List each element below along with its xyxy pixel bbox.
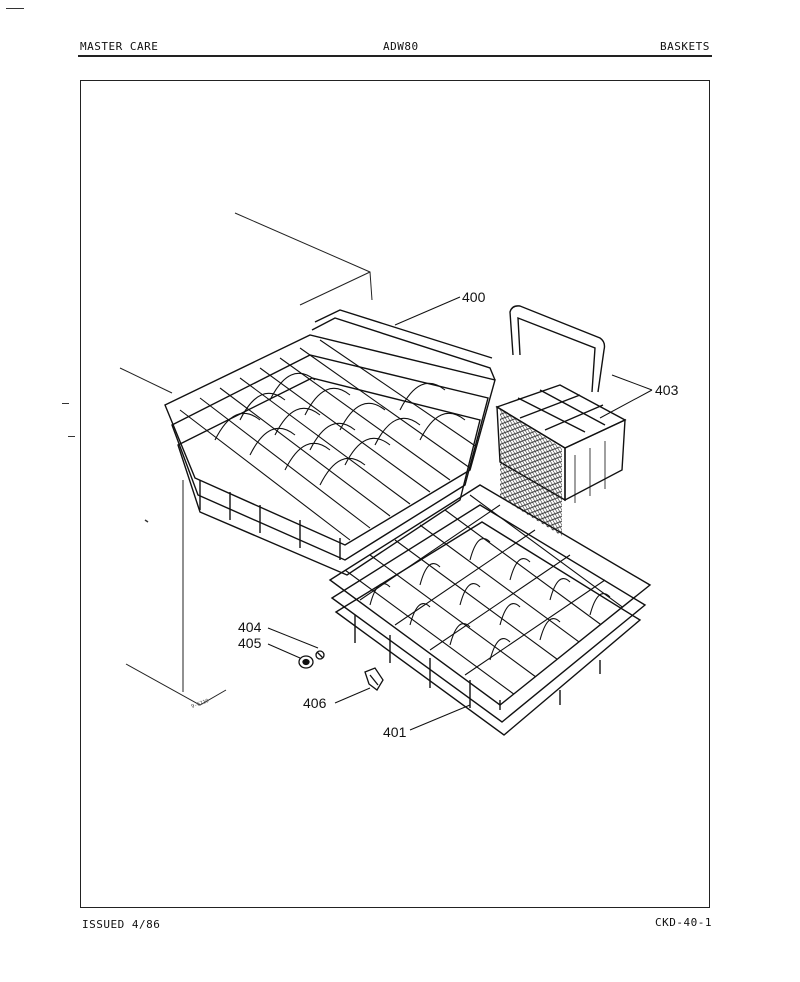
leader-lines <box>267 296 653 731</box>
header-brand: MASTER CARE <box>80 40 159 53</box>
margin-mark <box>68 436 75 437</box>
footer-page-code: CKD-40-1 <box>655 916 712 929</box>
diagram-frame <box>80 80 710 908</box>
roller-405 <box>298 655 314 669</box>
svg-text:9-6210: 9-6210 <box>191 698 210 710</box>
footer-issue-date: ISSUED 4/86 <box>82 918 161 931</box>
clip-404 <box>315 650 325 660</box>
callout-404: 404 <box>238 619 262 635</box>
callout-400: 400 <box>462 289 486 305</box>
margin-mark <box>62 403 69 404</box>
callout-406: 406 <box>303 695 327 711</box>
callout-403: 403 <box>655 382 679 398</box>
silverware-basket <box>495 305 627 537</box>
upper-rack <box>164 309 496 576</box>
header-rule <box>78 55 712 57</box>
stop-406 <box>364 667 384 691</box>
callout-405: 405 <box>238 635 262 651</box>
lower-rack <box>328 484 652 736</box>
dishwasher-cabinet: 9-6210 <box>119 212 373 710</box>
header-section: BASKETS <box>660 40 710 53</box>
header-model: ADW80 <box>383 40 419 53</box>
corner-mark <box>6 8 24 9</box>
callout-401: 401 <box>383 724 407 740</box>
scan-speck <box>144 519 149 523</box>
